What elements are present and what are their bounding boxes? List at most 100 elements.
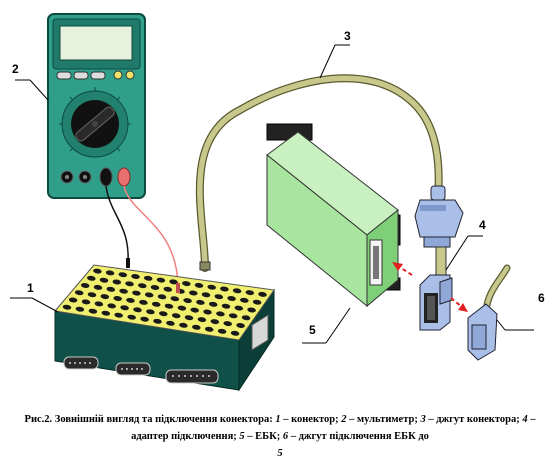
pin-hole [114,312,123,318]
pin-hole [216,311,225,317]
pin-hole [182,281,191,287]
pin-hole [62,304,72,310]
pin-hole [146,309,155,315]
caption-item-text: – конектор; [280,414,342,425]
pin-hole [80,283,90,288]
pin-hole [131,274,140,279]
pin-hole [228,313,238,319]
caption-item-num: 4 [522,414,528,425]
pin-hole [234,305,244,311]
pin-hole [144,292,154,298]
pin-hole [247,307,256,313]
caption-item-text: – мультиметр; [346,414,421,425]
caption-item-num: 6 [282,431,289,442]
pin-hole [101,310,111,316]
pin-hole [150,285,160,290]
caption-item-num: 5 [277,448,283,459]
figure-caption: Рис.2. Зовнішній вигляд та підключення к… [14,411,546,462]
label-ecu: 5 [309,323,316,337]
pin-hole [133,307,142,313]
connector-box [54,264,275,392]
pin-hole [201,292,211,298]
pin-hole [127,314,136,320]
pin-hole [143,275,153,281]
pin-hole [139,299,148,305]
pin-hole [210,319,220,325]
pin-hole [99,277,109,283]
pin-hole [140,316,149,322]
pin-hole [189,290,198,296]
pin-hole [157,294,167,300]
caption-prefix: Рис.2. Зовнішній вигляд та підключення к… [24,414,276,425]
pin-hole [240,297,249,303]
pin-hole [88,308,98,314]
harness-plug [414,185,464,248]
caption-item-num: 2 [341,414,347,425]
pin-hole [156,277,166,283]
pin-hole [120,305,129,311]
caption-item-text: – джгут підключення ЕБК до [288,431,429,442]
pin-hole [87,292,97,298]
pin-hole [125,281,134,287]
pin-hole [94,301,104,307]
label-connector: 1 [27,281,34,295]
pin-hole [75,306,85,312]
black-probe-plug [99,167,113,187]
multimeter-display [59,25,133,61]
pin-hole [164,303,174,309]
connection-arrows [392,262,468,312]
pin-hole [179,322,188,328]
pin-hole [207,284,216,290]
pin-hole [232,288,242,294]
ecu-unit [266,123,401,308]
caption-item-text: – джгут конектора; [425,414,523,425]
caption-item-text: – ЕБК; [244,431,283,442]
caption-item-num: 5 [239,431,245,442]
pin-hole [159,311,168,317]
pin-hole [93,284,103,290]
pin-hole [258,291,267,297]
pin-hole [107,303,116,309]
connection-adapter [419,246,453,331]
pin-hole [220,286,229,292]
label-adapter: 4 [479,218,486,232]
pin-hole [170,296,180,302]
pin-hole [197,317,207,323]
caption-item-num: 3 [420,414,426,425]
caption-item-num: 1 [275,414,281,425]
pin-hole [112,279,122,285]
pin-hole [153,318,162,324]
label-ecu-harness: 6 [538,291,545,305]
pin-hole [138,283,147,289]
pin-hole [194,282,204,288]
pin-hole [74,290,84,296]
red-probe-plug [117,167,131,187]
pin-hole [105,270,115,276]
pin-hole [204,326,214,332]
pin-hole [171,313,181,319]
pin-hole [126,297,135,303]
pin-hole [192,324,201,330]
pin-hole [241,315,251,321]
pin-hole [221,303,231,309]
pin-hole [223,321,232,327]
pin-hole [230,330,240,336]
ecu-harness-plug [467,264,511,361]
pin-hole [163,286,173,292]
multimeter [47,13,146,199]
pin-hole [119,288,128,294]
pin-hole [208,301,218,307]
pin-hole [236,323,245,328]
pin-hole [81,299,91,305]
pin-hole [196,299,205,305]
pin-hole [183,298,192,304]
pin-hole [118,272,128,278]
pin-hole [166,320,175,326]
pin-hole [227,296,236,301]
pin-hole [169,279,178,285]
pin-hole [113,296,122,301]
pin-hole [245,290,255,296]
pin-hole [151,301,161,307]
pin-hole [87,275,96,281]
